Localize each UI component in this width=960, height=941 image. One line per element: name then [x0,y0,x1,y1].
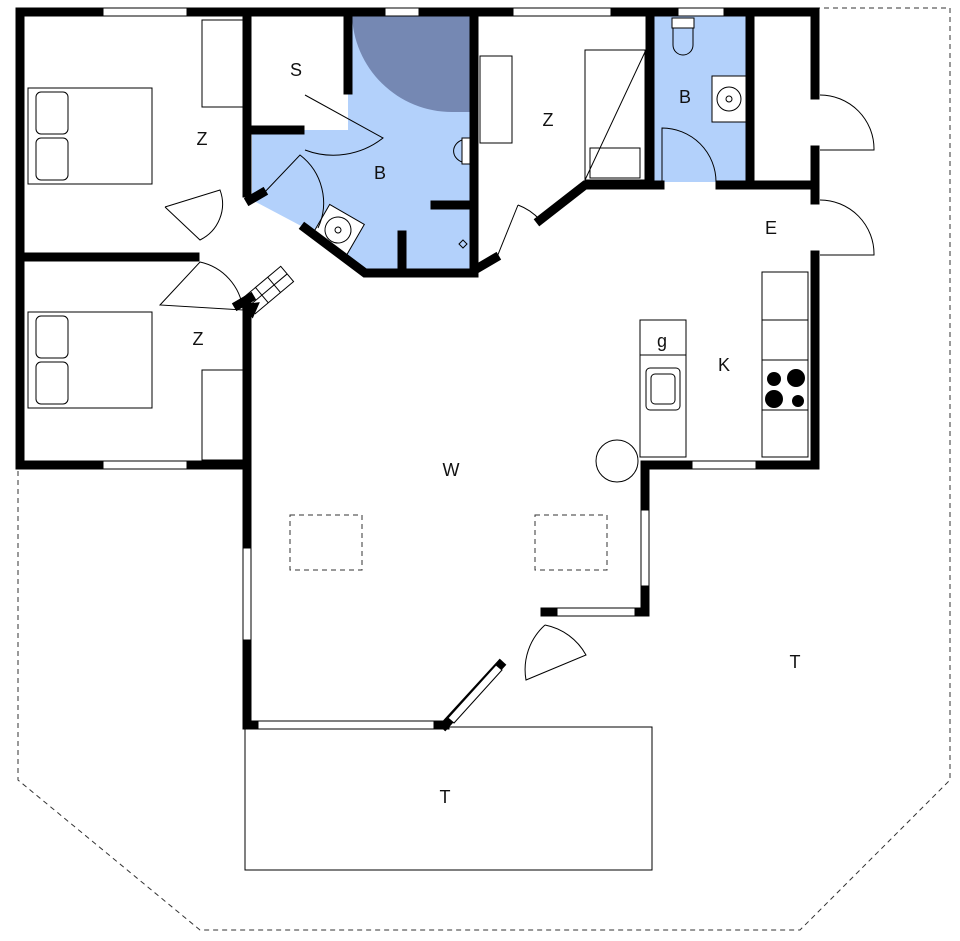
kitchen-counter-wall [761,271,809,458]
label-terrace-right: T [790,652,801,672]
label-bedroom-bottom-left: Z [193,329,204,349]
terrace-outline [17,7,951,931]
bathroom-small-floor [654,14,748,182]
toilet-small-icon [671,17,695,56]
kitchen-counter-island [639,319,687,458]
stove-icon [765,369,805,408]
shower-drain-icon [458,239,468,249]
label-kitchen: K [718,355,730,375]
kitchen-sink-icon [645,367,681,411]
label-bedroom-top-left: Z [197,129,208,149]
windows [102,7,757,730]
label-living: W [443,460,460,480]
bed-top-left [27,19,247,185]
label-entrance: E [765,218,777,238]
label-bedroom-top-middle: Z [543,110,554,130]
sink-small-icon [711,75,747,123]
rug-left [289,514,363,571]
shower-area [352,14,470,112]
rug-right [534,514,608,571]
label-storage: S [290,60,302,80]
label-terrace-front: T [440,787,451,807]
bed-top-middle [479,49,646,181]
label-bathroom-small: B [679,87,691,107]
label-kitchen-g: g [657,331,667,351]
bed-bottom-left [27,311,247,461]
label-bathroom-main: B [374,163,386,183]
dining-table [595,439,639,483]
